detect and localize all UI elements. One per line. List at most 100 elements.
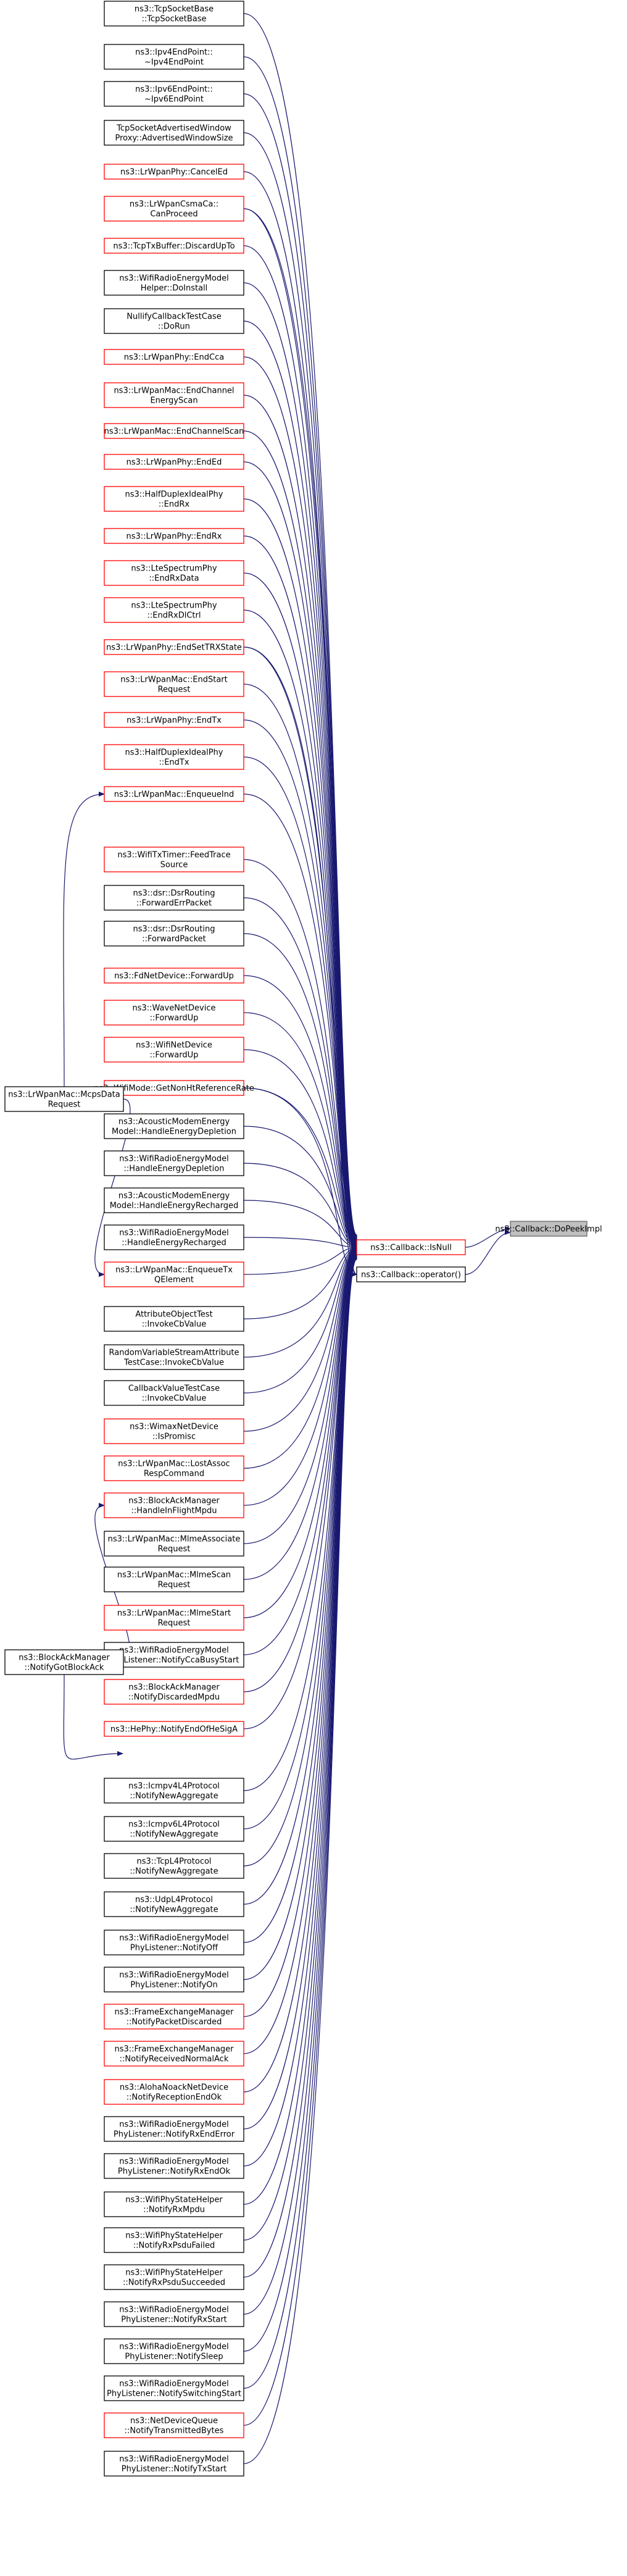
- node-box: [104, 1037, 244, 1063]
- caller-node-19[interactable]: ns3::LrWpanPhy::EndTx: [104, 712, 244, 728]
- node-label: ns3::WifiRadioEnergyModel: [119, 1229, 229, 1238]
- node-box: [104, 44, 244, 70]
- caller-node-52[interactable]: ns3::FrameExchangeManager::NotifyPacketD…: [104, 2004, 244, 2030]
- caller-node-45[interactable]: ns3::HePhy::NotifyEndOfHeSigA: [104, 1721, 244, 1737]
- node-callback-isnull[interactable]: ns3::Callback::IsNull: [356, 1239, 466, 1255]
- node-box: [104, 1150, 244, 1176]
- caller-node-43[interactable]: ns3::WifiRadioEnergyModelPhyListener::No…: [104, 1642, 244, 1668]
- node-label: ::NotifyNewAggregate: [130, 1792, 218, 1801]
- edge-caller-28: [243, 1087, 357, 1248]
- node-box: [104, 1891, 244, 1917]
- caller-node-57[interactable]: ns3::WifiPhyStateHelper::NotifyRxMpdu: [104, 2191, 244, 2217]
- caller-node-35[interactable]: RandomVariableStreamAttributeTestCase::I…: [104, 1344, 244, 1370]
- caller-node-29[interactable]: ns3::AcousticModemEnergyModel::HandleEne…: [104, 1113, 244, 1139]
- caller-node-15[interactable]: ns3::LteSpectrumPhy::EndRxData: [104, 560, 244, 586]
- caller-node-23[interactable]: ns3::dsr::DsrRouting::ForwardErrPacket: [104, 885, 244, 911]
- node-box: [104, 921, 244, 947]
- node-label: ns3::BlockAckManager: [19, 1654, 110, 1663]
- edge-caller-op-1: [243, 646, 357, 1277]
- node-label: ns3::WifiPhyStateHelper: [125, 2196, 223, 2205]
- caller-node-27[interactable]: ns3::WifiNetDevice::ForwardUp: [104, 1037, 244, 1063]
- caller-node-49[interactable]: ns3::UdpL4Protocol::NotifyNewAggregate: [104, 1891, 244, 1917]
- caller-node-56[interactable]: ns3::WifiRadioEnergyModelPhyListener::No…: [104, 2153, 244, 2179]
- nodes-layer: ns3::TcpSocketBase::TcpSocketBasens3::Ip…: [4, 1, 602, 2477]
- node-label: ns3::WifiMode::GetNonHtReferenceRate: [94, 1084, 254, 1094]
- caller-node-46[interactable]: ns3::Icmpv4L4Protocol::NotifyNewAggregat…: [104, 1778, 244, 1804]
- caller-node-60[interactable]: ns3::WifiRadioEnergyModelPhyListener::No…: [104, 2301, 244, 2327]
- caller-node-4[interactable]: ns3::LrWpanPhy::CancelEd: [104, 164, 244, 180]
- caller-node-17[interactable]: ns3::LrWpanPhy::EndSetTRXState: [104, 639, 244, 655]
- caller-node-37[interactable]: ns3::WimaxNetDevice::IsPromisc: [104, 1418, 244, 1444]
- caller-node-11[interactable]: ns3::LrWpanMac::EndChannelScan: [104, 423, 244, 439]
- caller-node-21[interactable]: ns3::LrWpanMac::EnqueueInd: [104, 786, 244, 802]
- node-label: ::ForwardUp: [150, 1014, 199, 1023]
- node-label: ::NotifyNewAggregate: [130, 1830, 218, 1839]
- node-callback-operator[interactable]: ns3::Callback::operator(): [356, 1266, 466, 1282]
- caller-node-39[interactable]: ns3::BlockAckManager::HandleInFlightMpdu: [104, 1492, 244, 1518]
- node-callback-dopeekimpl[interactable]: ns3::Callback::DoPeekImpl: [495, 1221, 602, 1237]
- node-label: ns3::Icmpv6L4Protocol: [128, 1820, 220, 1830]
- node-label: ns3::LrWpanPhy::EndRx: [127, 532, 222, 542]
- caller-node-31[interactable]: ns3::AcousticModemEnergyModel::HandleEne…: [104, 1187, 244, 1213]
- caller-node-25[interactable]: ns3::FdNetDevice::ForwardUp: [104, 968, 244, 984]
- caller-node-5[interactable]: ns3::LrWpanCsmaCa::CanProceed: [104, 196, 244, 222]
- caller-node-44[interactable]: ns3::BlockAckManager::NotifyDiscardedMpd…: [104, 1679, 244, 1705]
- caller-node-13[interactable]: ns3::HalfDuplexIdealPhy::EndRx: [104, 486, 244, 512]
- node-blockackmanager-notifygotblockack[interactable]: ns3::BlockAckManager::NotifyGotBlockAck: [4, 1649, 124, 1675]
- caller-node-63[interactable]: ns3::NetDeviceQueue::NotifyTransmittedBy…: [104, 2412, 244, 2438]
- node-label: Request: [158, 1619, 191, 1628]
- caller-node-50[interactable]: ns3::WifiRadioEnergyModelPhyListener::No…: [104, 1930, 244, 1955]
- caller-node-47[interactable]: ns3::Icmpv6L4Protocol::NotifyNewAggregat…: [104, 1816, 244, 1842]
- caller-node-16[interactable]: ns3::LteSpectrumPhy::EndRxDlCtrl: [104, 597, 244, 623]
- caller-node-7[interactable]: ns3::WifiRadioEnergyModelHelper::DoInsta…: [104, 270, 244, 296]
- caller-node-28[interactable]: ns3::WifiMode::GetNonHtReferenceRate: [94, 1080, 254, 1096]
- caller-node-0[interactable]: ns3::TcpSocketBase::TcpSocketBase: [104, 1, 244, 27]
- caller-node-59[interactable]: ns3::WifiPhyStateHelper::NotifyRxPsduSuc…: [104, 2264, 244, 2290]
- node-label: ns3::FrameExchangeManager: [114, 2045, 234, 2054]
- caller-node-14[interactable]: ns3::LrWpanPhy::EndRx: [104, 528, 244, 544]
- caller-node-24[interactable]: ns3::dsr::DsrRouting::ForwardPacket: [104, 921, 244, 947]
- node-box: [104, 528, 244, 544]
- caller-node-36[interactable]: CallbackValueTestCase::InvokeCbValue: [104, 1380, 244, 1406]
- node-label: QElement: [154, 1276, 194, 1285]
- caller-node-20[interactable]: ns3::HalfDuplexIdealPhy::EndTx: [104, 744, 244, 770]
- node-box: [104, 2116, 244, 2142]
- caller-node-58[interactable]: ns3::WifiPhyStateHelper::NotifyRxPsduFai…: [104, 2227, 244, 2253]
- node-box: [104, 1000, 244, 1026]
- caller-node-6[interactable]: ns3::TcpTxBuffer::DiscardUpTo: [104, 238, 244, 254]
- caller-node-55[interactable]: ns3::WifiRadioEnergyModelPhyListener::No…: [104, 2116, 244, 2142]
- caller-node-12[interactable]: ns3::LrWpanPhy::EndEd: [104, 454, 244, 470]
- node-label: ns3::WifiRadioEnergyModel: [119, 2455, 229, 2464]
- caller-node-2[interactable]: ns3::Ipv6EndPoint::~Ipv6EndPoint: [104, 81, 244, 107]
- caller-node-51[interactable]: ns3::WifiRadioEnergyModelPhyListener::No…: [104, 1967, 244, 1993]
- caller-node-62[interactable]: ns3::WifiRadioEnergyModelPhyListener::No…: [104, 2375, 244, 2401]
- caller-node-9[interactable]: ns3::LrWpanPhy::EndCca: [104, 349, 244, 365]
- node-label: ns3::LrWpanMac::McpsData: [8, 1090, 120, 1100]
- caller-node-48[interactable]: ns3::TcpL4Protocol::NotifyNewAggregate: [104, 1853, 244, 1879]
- edges-layer: [63, 13, 511, 2464]
- caller-node-53[interactable]: ns3::FrameExchangeManager::NotifyReceive…: [104, 2041, 244, 2067]
- caller-node-34[interactable]: AttributeObjectTest::InvokeCbValue: [104, 1306, 244, 1332]
- edge-caller-31: [243, 1200, 357, 1250]
- caller-node-8[interactable]: NullifyCallbackTestCase::DoRun: [104, 308, 244, 334]
- caller-node-26[interactable]: ns3::WaveNetDevice::ForwardUp: [104, 1000, 244, 1026]
- caller-node-1[interactable]: ns3::Ipv4EndPoint::~Ipv4EndPoint: [104, 44, 244, 70]
- node-box: [104, 2227, 244, 2253]
- caller-node-3[interactable]: TcpSocketAdvertisedWindowProxy::Advertis…: [104, 120, 244, 146]
- caller-node-30[interactable]: ns3::WifiRadioEnergyModel::HandleEnergyD…: [104, 1150, 244, 1176]
- caller-node-64[interactable]: ns3::WifiRadioEnergyModelPhyListener::No…: [104, 2451, 244, 2477]
- caller-node-61[interactable]: ns3::WifiRadioEnergyModelPhyListener::No…: [104, 2338, 244, 2364]
- node-label: PhyListener::NotifyRxEndOk: [118, 2167, 231, 2177]
- node-label: ::NotifyRxMpdu: [143, 2206, 205, 2215]
- caller-node-32[interactable]: ns3::WifiRadioEnergyModel::HandleEnergyR…: [104, 1224, 244, 1250]
- caller-node-54[interactable]: ns3::AlohaNoackNetDevice::NotifyReceptio…: [104, 2079, 244, 2105]
